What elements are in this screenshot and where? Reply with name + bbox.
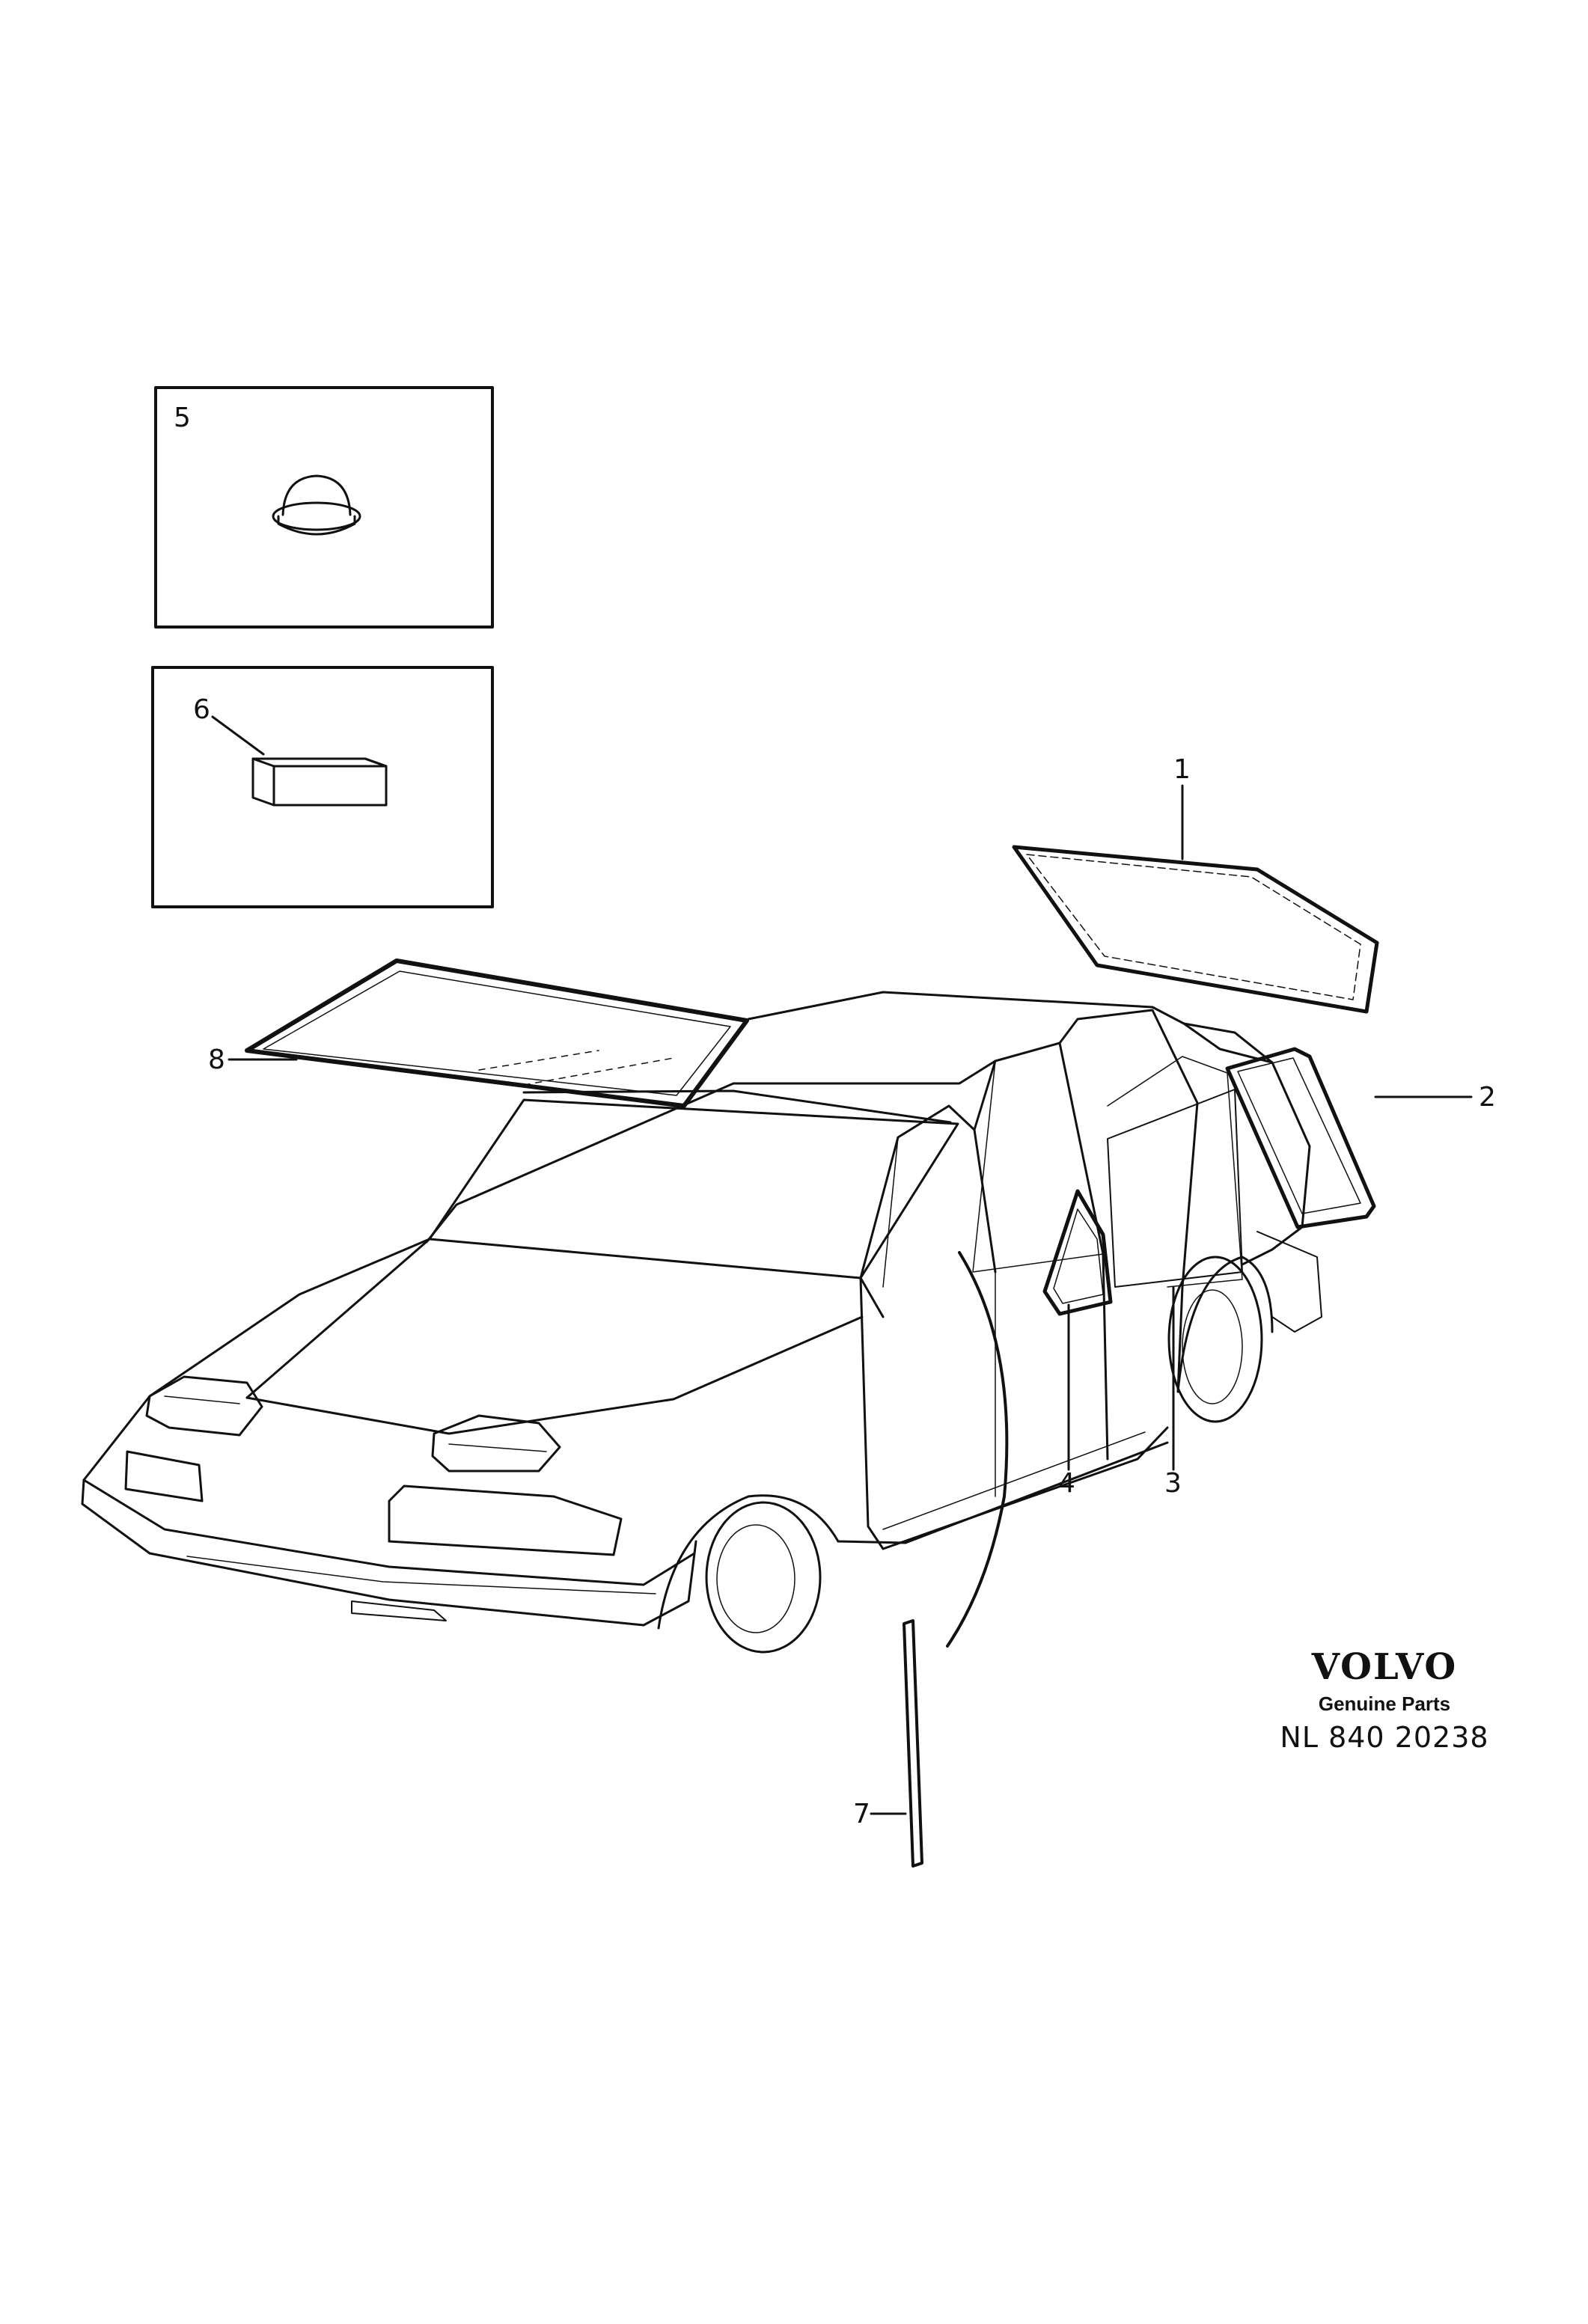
clip-button-icon	[272, 474, 361, 536]
diagram-reference: NL 840 20238	[1280, 1721, 1489, 1754]
part-5-inset: 5	[154, 386, 494, 629]
front-wheel	[705, 1501, 822, 1654]
part-3-door-glass: 3	[1107, 1089, 1243, 1499]
callout-1: 1	[1173, 754, 1191, 785]
part-5-frame	[154, 386, 494, 629]
genuine-parts-label: Genuine Parts	[1318, 1692, 1451, 1715]
part-8-windscreen: 8	[208, 958, 749, 1108]
car-body	[81, 991, 1322, 1654]
rear-wheel	[1167, 1256, 1263, 1423]
part-2-side-glass: 2	[1225, 1047, 1496, 1229]
callout-7: 7	[853, 1799, 870, 1829]
part-6-inset: 6	[151, 666, 494, 908]
callout-5: 5	[174, 403, 191, 433]
callout-3: 3	[1164, 1468, 1182, 1499]
part-1-rear-glass: 1	[1012, 754, 1379, 1014]
part-4-quarter-glass: 4	[1042, 1189, 1113, 1499]
volvo-logo: VOLVO	[1311, 1646, 1458, 1688]
callout-2: 2	[1479, 1082, 1496, 1113]
spacer-block-icon	[251, 757, 388, 807]
callout-8: 8	[208, 1045, 225, 1075]
callout-4: 4	[1058, 1468, 1075, 1499]
part-7-pillar-strip: 7	[853, 1251, 1009, 1868]
callout-6: 6	[193, 694, 210, 725]
part-6-frame	[151, 666, 494, 908]
leader-6	[211, 715, 265, 756]
